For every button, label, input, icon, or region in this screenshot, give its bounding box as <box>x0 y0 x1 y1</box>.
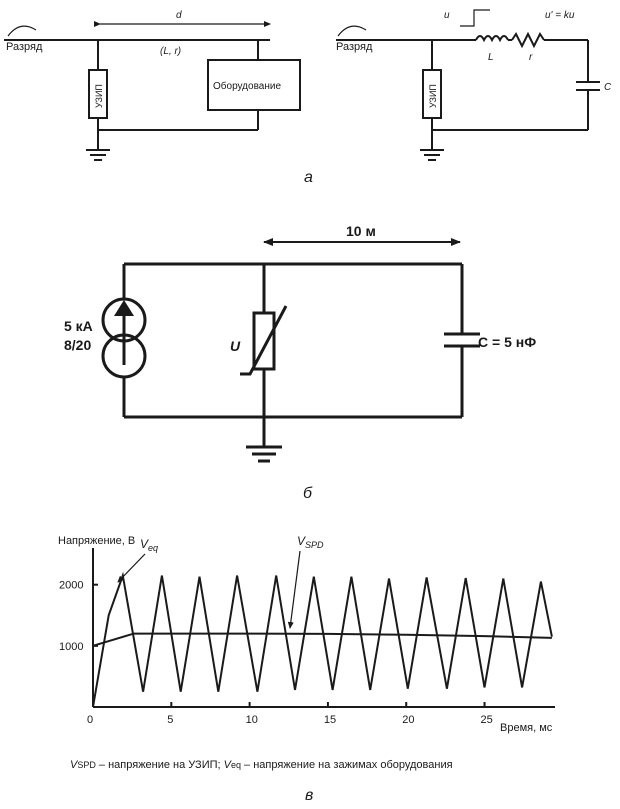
x-tick-label: 20 <box>402 714 414 726</box>
ground-symbol-2 <box>420 149 444 161</box>
line-params-label: (L, r) <box>160 46 181 57</box>
equipment-label: Оборудование <box>213 80 281 92</box>
step-u-label: u <box>444 10 450 21</box>
y-ticks: 1000 2000 <box>59 580 98 653</box>
svg-text:Veq: Veq <box>140 537 158 553</box>
inductor-L <box>475 35 509 43</box>
varistor-label: U <box>230 338 241 354</box>
varistor <box>240 305 288 376</box>
chart-legend-caption: VSPD – напряжение на УЗИП; Veq – напряже… <box>70 759 453 771</box>
discharge-surge-icon-2 <box>337 25 367 37</box>
equipment-block <box>207 59 301 111</box>
current-source <box>101 297 147 379</box>
spd-label-2: УЗИП <box>428 84 438 108</box>
panel-a-right-circuit: Разряд u u' = ku L r C УЗИП <box>336 9 612 161</box>
x-axis-label: Время, мс <box>500 722 553 734</box>
x-tick-label: 10 <box>246 714 258 726</box>
x-ticks: 0 5 10 15 20 25 <box>87 702 493 726</box>
svg-text:VSPD: VSPD <box>297 534 324 550</box>
y-axis-label: Напряжение, В <box>58 535 135 547</box>
annotation-v-spd: VSPD <box>287 534 324 629</box>
ground-symbol <box>86 149 110 161</box>
distance-label: d <box>176 10 182 21</box>
panel-a-left-circuit: Разряд d (L, r) УЗИП Оборудование <box>4 10 301 161</box>
annotation-v-eq: Veq <box>117 537 158 583</box>
capacitor-label: C <box>604 82 612 93</box>
distance-label-b: 10 м <box>346 223 376 239</box>
inductor-label: L <box>488 52 494 63</box>
caption-b: б <box>303 485 313 502</box>
discharge-label-2: Разряд <box>336 41 373 53</box>
panel-b-circuit: 10 м 5 кА 8/20 U C = 5 нФ <box>64 223 536 463</box>
caption-v: в <box>305 787 313 804</box>
x-tick-label: 15 <box>324 714 336 726</box>
voltage-chart: Напряжение, В Время, мс 0 5 10 15 20 25 1000 2… <box>58 534 555 734</box>
step-function-icon <box>460 9 490 27</box>
discharge-surge-icon <box>7 25 37 37</box>
ground-symbol-b <box>246 445 282 463</box>
x-tick-label: 0 <box>87 714 93 726</box>
resistor-label: r <box>529 52 533 63</box>
source-wave-label: 8/20 <box>64 337 91 353</box>
caption-a: а <box>304 169 313 186</box>
y-tick-label: 2000 <box>59 580 83 592</box>
series-v-spd-line <box>92 632 552 647</box>
x-tick-label: 5 <box>167 714 173 726</box>
resistor-r <box>511 31 545 49</box>
discharge-label: Разряд <box>6 41 43 53</box>
source-current-label: 5 кА <box>64 318 93 334</box>
x-tick-label: 25 <box>481 714 493 726</box>
output-label: u' = ku <box>545 10 575 21</box>
series-v-eq-line <box>92 571 553 708</box>
spd-label: УЗИП <box>94 84 104 108</box>
y-tick-label: 1000 <box>59 641 83 653</box>
capacitor-label-b: C = 5 нФ <box>478 334 536 350</box>
